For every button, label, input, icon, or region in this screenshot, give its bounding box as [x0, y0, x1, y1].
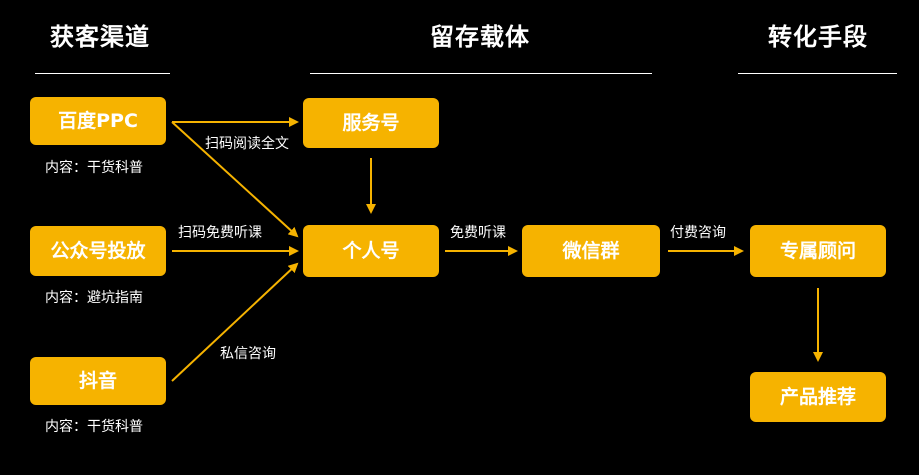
- header-rule-conversion: [738, 73, 897, 74]
- header-conversion: 转化手段: [768, 23, 868, 51]
- edge-label-free-course: 免费听课: [450, 225, 506, 241]
- node-service-account: 服务号: [303, 98, 439, 148]
- caption-douyin: 内容：干货科普: [45, 419, 143, 435]
- header-rule-retention: [310, 73, 652, 74]
- node-official-account: 公众号投放: [30, 226, 166, 276]
- edge-douyin-to-personal: [171, 262, 299, 382]
- node-wechat-group: 微信群: [522, 225, 660, 277]
- caption-official-account: 内容：避坑指南: [45, 290, 143, 306]
- node-douyin: 抖音: [30, 357, 166, 405]
- node-personal-account: 个人号: [303, 225, 439, 277]
- edge-label-scan-free-course: 扫码免费听课: [178, 225, 262, 241]
- edge-label-paid-consult: 付费咨询: [670, 225, 726, 241]
- header-rule-acquisition: [35, 73, 170, 74]
- edge-label-private-consult: 私信咨询: [220, 346, 276, 362]
- caption-baidu-ppc: 内容：干货科普: [45, 160, 143, 176]
- node-product-recommend: 产品推荐: [750, 372, 886, 422]
- node-baidu-ppc: 百度PPC: [30, 97, 166, 145]
- node-consultant: 专属顾问: [750, 225, 886, 277]
- edge-baidu-to-personal: [171, 121, 299, 238]
- edge-label-scan-read-full: 扫码阅读全文: [205, 136, 289, 152]
- header-retention: 留存载体: [430, 23, 530, 51]
- header-acquisition: 获客渠道: [50, 23, 150, 51]
